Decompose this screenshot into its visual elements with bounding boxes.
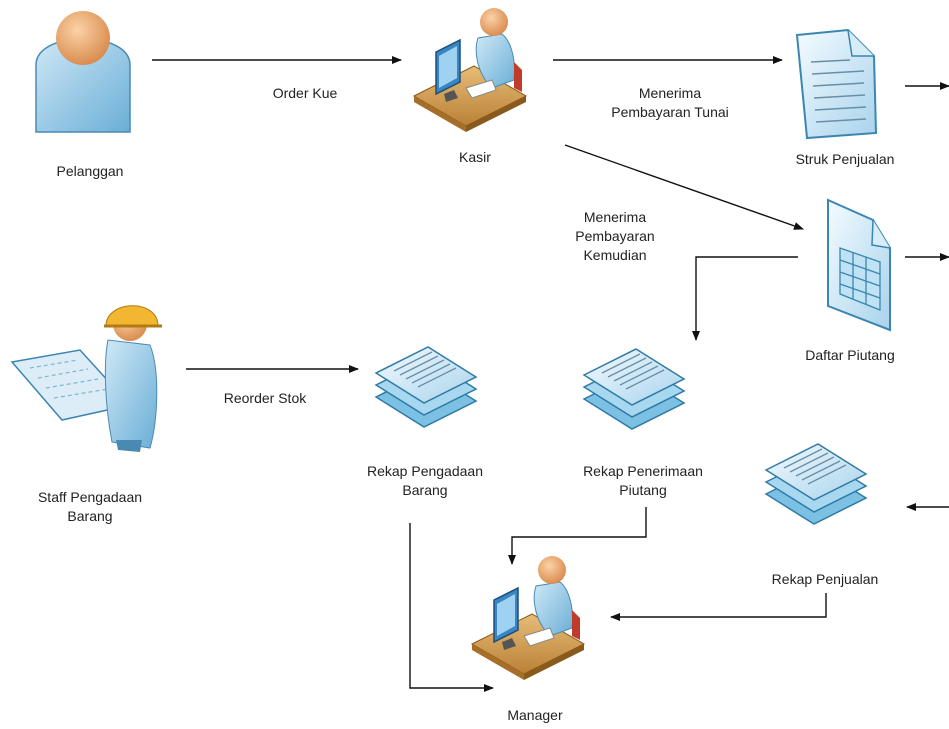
order-kue-label: Order Kue	[272, 85, 338, 101]
staff-label-line2: Barang	[67, 508, 113, 524]
edge-piutang-to-penerimaan	[692, 256, 798, 341]
rekap-penerimaan-label: Rekap Penerimaan Piutang	[563, 462, 723, 500]
rekap-pengadaan-icon	[375, 346, 477, 428]
pelanggan-icon	[35, 11, 131, 133]
kemudian-label-line1: Menerima	[583, 209, 647, 225]
kasir-icon	[413, 7, 527, 133]
tunai-label: Menerima Pembayaran Tunai	[590, 84, 750, 122]
manager-icon	[471, 555, 585, 681]
daftar-piutang-label: Daftar Piutang	[805, 347, 895, 363]
staff-label-line1: Staff Pengadaan	[37, 489, 143, 505]
rekap-penerimaan-icon	[583, 348, 685, 430]
rekap-penjualan-icon	[765, 443, 867, 525]
kemudian-label-line3: Kemudian	[583, 247, 647, 263]
struk-label: Struk Penjualan	[795, 151, 895, 167]
edge-penerimaan-to-manager	[508, 507, 647, 565]
kasir-label: Kasir	[459, 149, 491, 165]
rekap-pengadaan-label: Rekap Pengadaan Barang	[345, 462, 505, 500]
tunai-label-line1: Menerima	[638, 85, 702, 101]
rekap-pengadaan-label-line2: Barang	[402, 482, 448, 498]
rekap-pengadaan-label-line1: Rekap Pengadaan	[367, 463, 483, 479]
rekap-penjualan-label: Rekap Penjualan	[771, 571, 879, 587]
kemudian-label: Menerima Pembayaran Kemudian	[565, 208, 665, 265]
pelanggan-label: Pelanggan	[56, 163, 124, 179]
struk-icon	[795, 28, 878, 140]
daftar-piutang-icon	[827, 198, 891, 332]
edge-penjualan-to-manager	[610, 593, 827, 621]
rekap-penerimaan-label-line1: Rekap Penerimaan	[583, 463, 703, 479]
staff-icon	[10, 305, 162, 452]
staff-label: Staff Pengadaan Barang	[10, 488, 170, 526]
reorder-label: Reorder Stok	[223, 390, 307, 406]
edge-pengadaan-to-manager	[409, 523, 494, 692]
manager-label: Manager	[507, 707, 563, 723]
edge-kemudian	[564, 144, 804, 230]
rekap-penerimaan-label-line2: Piutang	[619, 482, 667, 498]
tunai-label-line2: Pembayaran Tunai	[611, 104, 729, 120]
kemudian-label-line2: Pembayaran	[575, 228, 655, 244]
